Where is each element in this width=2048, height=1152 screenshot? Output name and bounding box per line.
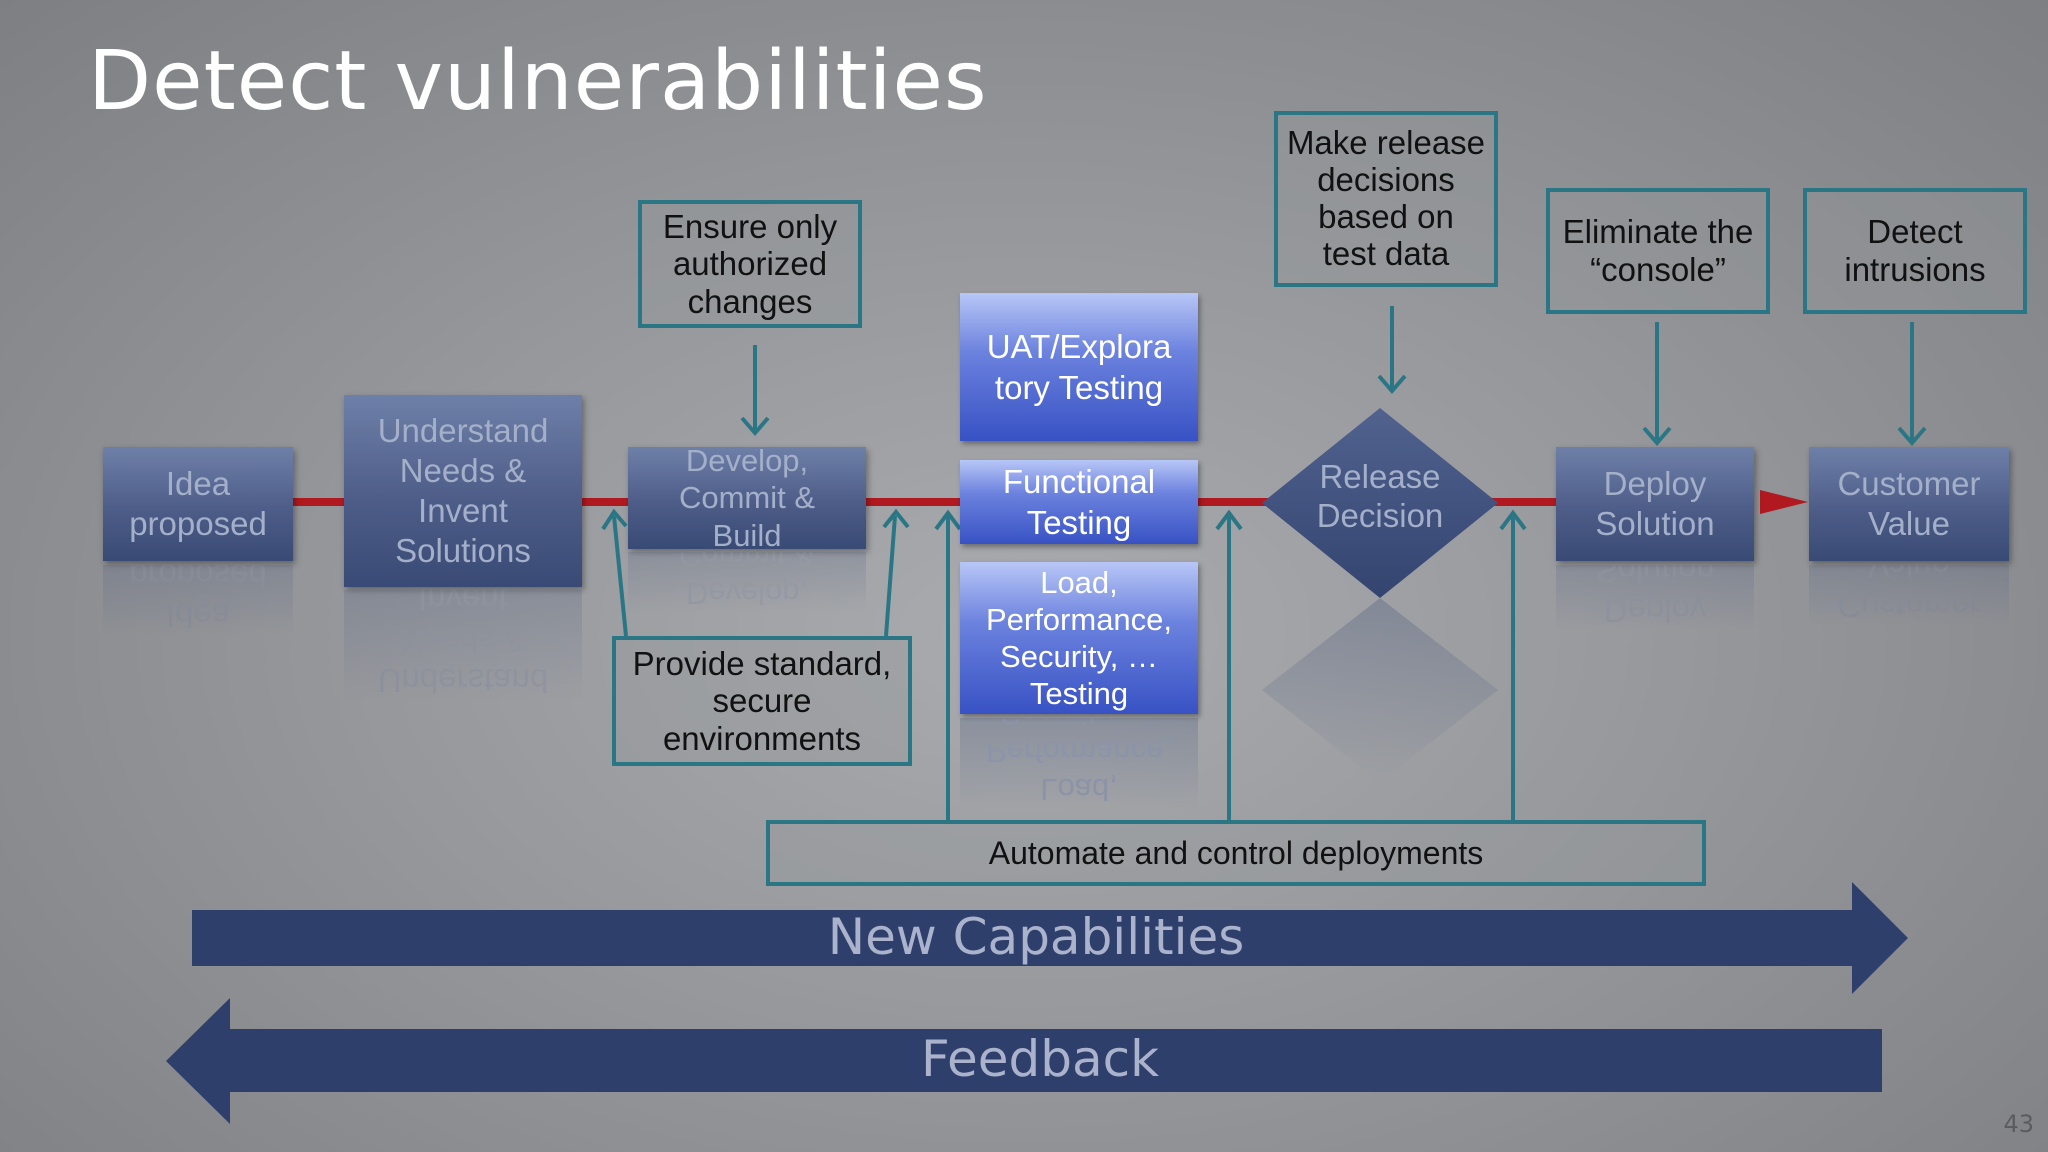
- release-diamond: [1262, 408, 1498, 598]
- step-understand-needs: Understand Needs & Invent Solutions: [344, 395, 582, 587]
- callout-automate-deployments: Automate and control deployments: [766, 820, 1706, 886]
- step-uat-exploratory-testing: UAT/Explora tory Testing: [960, 293, 1198, 441]
- slide-number: 43: [2003, 1110, 2034, 1138]
- step-idea-proposed: Idea proposed: [103, 447, 293, 561]
- feedback-arrow: [166, 998, 1882, 1124]
- flow-arrowhead: [1760, 490, 1808, 514]
- step-load-performance-security-testing: Load, Performance, Security, … Testing: [960, 562, 1198, 714]
- new-capabilities-label: New Capabilities: [827, 908, 1245, 966]
- step-develop-commit-build: Develop, Commit & Build: [628, 443, 866, 553]
- callout-release-decisions: Make release decisions based on test dat…: [1274, 111, 1498, 287]
- slide-title: Detect vulnerabilities: [88, 34, 988, 129]
- feedback-label: Feedback: [920, 1030, 1160, 1088]
- callout-detect-intrusions: Detect intrusions: [1803, 188, 2027, 314]
- callout-authorized-changes: Ensure only authorized changes: [638, 200, 862, 328]
- step-customer-value: Customer Value: [1809, 447, 2009, 561]
- callout-standard-environments: Provide standard, secure environments: [612, 636, 912, 766]
- step-deploy-solution: Deploy Solution: [1556, 447, 1754, 561]
- callout-eliminate-console: Eliminate the “console”: [1546, 188, 1770, 314]
- release-decision-label: Release Decision: [1316, 458, 1444, 534]
- new-capabilities-arrow: [192, 882, 1908, 994]
- release-diamond-reflection: [1262, 598, 1498, 782]
- teal-connectors: [601, 306, 1927, 820]
- step-functional-testing: Functional Testing: [960, 460, 1198, 544]
